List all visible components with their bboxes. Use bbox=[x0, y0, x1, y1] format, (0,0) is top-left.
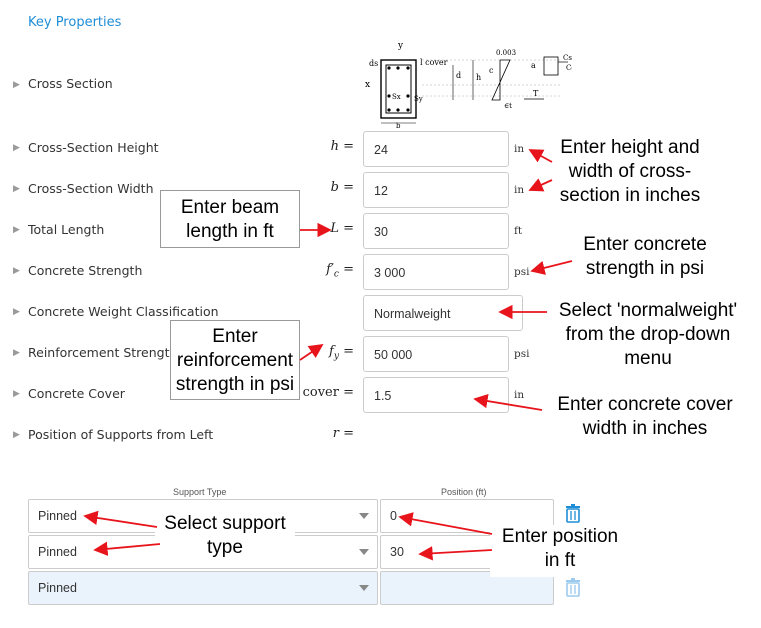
unit-label: in bbox=[514, 389, 525, 401]
property-label: Concrete Strength bbox=[28, 263, 143, 278]
property-row-height: ▶ Cross-Section Height h = 24 in bbox=[0, 131, 761, 171]
property-label: Cross Section bbox=[28, 76, 113, 91]
support-type-value: Pinned bbox=[38, 545, 77, 559]
chevron-right-icon[interactable]: ▶ bbox=[13, 225, 20, 235]
property-label: Cross-Section Height bbox=[28, 140, 159, 155]
diagram-sy-label: Sy bbox=[414, 95, 423, 103]
property-symbol: f′c = bbox=[326, 262, 354, 280]
support-type-select[interactable]: Pinned bbox=[28, 571, 378, 605]
diagram-t-label: T bbox=[533, 89, 539, 98]
chevron-right-icon[interactable]: ▶ bbox=[13, 348, 20, 358]
support-type-value: Pinned bbox=[38, 509, 77, 523]
height-input[interactable]: 24 bbox=[363, 131, 509, 167]
diagram-x-label: x bbox=[365, 80, 370, 90]
unit-label: psi bbox=[514, 348, 530, 360]
callout-beam-length: Enter beam length in ft bbox=[160, 190, 300, 248]
cross-section-diagram: y x ds l cover Sx Sy b d h 0.003 c ∈t a … bbox=[365, 41, 572, 128]
trash-icon[interactable] bbox=[563, 503, 583, 523]
unit-label: ft bbox=[514, 225, 523, 237]
callout-concrete-strength: Enter concrete strength in psi bbox=[583, 234, 707, 279]
property-row-cross-section[interactable]: ▶ Cross Section bbox=[0, 75, 761, 115]
diagram-d-label: d bbox=[456, 71, 461, 80]
chevron-right-icon[interactable]: ▶ bbox=[13, 307, 20, 317]
unit-label: in bbox=[514, 143, 525, 155]
unit-label: in bbox=[514, 184, 525, 196]
property-symbol: cover = bbox=[302, 385, 354, 400]
chevron-down-icon[interactable] bbox=[359, 513, 369, 519]
chevron-right-icon[interactable]: ▶ bbox=[13, 184, 20, 194]
property-row-width: ▶ Cross-Section Width b = 12 in bbox=[0, 172, 761, 212]
property-label: Concrete Weight Classification bbox=[28, 304, 219, 319]
property-row-concrete-strength: ▶ Concrete Strength f′c = 3 000 psi bbox=[0, 254, 761, 294]
diagram-ds-label: ds bbox=[369, 59, 378, 68]
property-symbol: L = bbox=[330, 221, 354, 236]
property-row-reinforcement: ▶ Reinforcement Strength fy = 50 000 psi bbox=[0, 336, 761, 376]
trash-icon[interactable] bbox=[563, 577, 583, 597]
weight-class-select[interactable]: Normalweight bbox=[363, 295, 523, 331]
chevron-right-icon[interactable]: ▶ bbox=[13, 430, 20, 440]
property-label: Position of Supports from Left bbox=[28, 427, 214, 442]
callout-height-width: Enter height and width of cross- section… bbox=[559, 137, 701, 206]
property-row-length: ▶ Total Length L = 30 ft bbox=[0, 213, 761, 253]
diagram-cs-label: Cs bbox=[563, 54, 572, 62]
property-row-weight-class: ▶ Concrete Weight Classification Normalw… bbox=[0, 295, 761, 335]
unit-label: psi bbox=[514, 266, 530, 278]
chevron-right-icon[interactable]: ▶ bbox=[13, 143, 20, 153]
diagram-sx-label: Sx bbox=[392, 93, 401, 101]
diagram-cc-label: Cc bbox=[566, 64, 572, 72]
chevron-down-icon[interactable] bbox=[359, 585, 369, 591]
property-symbol: r = bbox=[332, 426, 354, 441]
chevron-right-icon[interactable]: ▶ bbox=[13, 266, 20, 276]
cover-input[interactable]: 1.5 bbox=[363, 377, 509, 413]
property-symbol: fy = bbox=[329, 344, 354, 362]
callout-weight-class: Select 'normalweight' from the drop-down… bbox=[558, 300, 738, 369]
diagram-h-label: h bbox=[476, 73, 481, 82]
property-label: Reinforcement Strength bbox=[28, 345, 178, 360]
concrete-strength-input[interactable]: 3 000 bbox=[363, 254, 509, 290]
diagram-epsilon-label: ∈t bbox=[504, 102, 512, 110]
property-label: Concrete Cover bbox=[28, 386, 125, 401]
callout-position: Enter position in ft bbox=[490, 525, 630, 577]
length-input[interactable]: 30 bbox=[363, 213, 509, 249]
diagram-b-label: b bbox=[396, 122, 401, 128]
reinforcement-strength-input[interactable]: 50 000 bbox=[363, 336, 509, 372]
diagram-strain-label: 0.003 bbox=[496, 49, 516, 57]
diagram-c-label: c bbox=[489, 66, 494, 75]
property-label: Cross-Section Width bbox=[28, 181, 154, 196]
width-input[interactable]: 12 bbox=[363, 172, 509, 208]
property-row-supports: ▶ Position of Supports from Left r = bbox=[0, 418, 761, 458]
diagram-a-label: a bbox=[531, 61, 536, 70]
support-type-header: Support Type bbox=[173, 487, 227, 497]
callout-cover: Enter concrete cover width in inches bbox=[557, 394, 733, 439]
chevron-right-icon[interactable]: ▶ bbox=[13, 389, 20, 399]
section-title[interactable]: Key Properties bbox=[28, 15, 122, 30]
position-header: Position (ft) bbox=[441, 487, 487, 497]
chevron-right-icon[interactable]: ▶ bbox=[13, 80, 20, 90]
support-type-value: Pinned bbox=[38, 581, 77, 595]
callout-reinforcement: Enter reinforcement strength in psi bbox=[170, 320, 300, 400]
diagram-cover-label: l cover bbox=[420, 58, 448, 67]
diagram-y-label: y bbox=[397, 41, 404, 51]
callout-support-type: Select support type bbox=[155, 512, 295, 560]
property-symbol: h = bbox=[330, 139, 354, 154]
property-label: Total Length bbox=[28, 222, 105, 237]
property-symbol: b = bbox=[330, 180, 354, 195]
chevron-down-icon[interactable] bbox=[359, 549, 369, 555]
